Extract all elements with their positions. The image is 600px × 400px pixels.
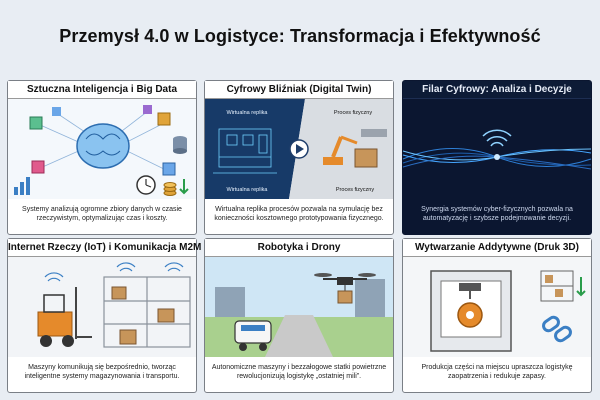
database-icon (173, 136, 187, 154)
wireframe-factory (213, 128, 277, 174)
stopwatch-icon (136, 175, 156, 195)
wifi-icon (44, 262, 184, 282)
digital-twin-illustration: Wirtualna replika Proces fizyczny Wirtua… (205, 99, 393, 199)
chain-link-icon (542, 315, 572, 343)
robot-arm-icon (323, 129, 387, 168)
warehouse-illustration (8, 257, 196, 357)
card-heading: Filar Cyfrowy: Analiza i Decyzje (403, 81, 591, 99)
card-heading: Cyfrowy Bliźniak (Digital Twin) (205, 81, 393, 99)
card-caption: Systemy analizują ogromne zbiory danych … (22, 206, 182, 222)
card-digital-pillar: Filar Cyfrowy: Analiza i Decyzje Synergi… (402, 80, 592, 235)
brain-icon (76, 123, 130, 169)
signal-node (494, 154, 500, 160)
wifi-icon (482, 129, 512, 147)
forklift-icon (37, 287, 92, 347)
shelf-icon (540, 270, 586, 302)
card-3d-printing: Wytwarzanie Addytywne (Druk 3D) Produkcj… (402, 238, 592, 393)
page-title: Przemysł 4.0 w Logistyce: Transformacja … (59, 26, 541, 46)
ai-brain-illustration (8, 99, 196, 199)
card-caption: Synergia systemów cyber-fizycznych pozwa… (421, 206, 573, 222)
shelving-rack (103, 276, 191, 348)
card-digital-twin: Cyfrowy Bliźniak (Digital Twin) Wirtualn… (204, 80, 394, 235)
coins-icon (163, 179, 189, 196)
delivery-illustration (205, 257, 393, 357)
card-heading: Robotyka i Drony (205, 239, 393, 257)
card-caption: Produkcja części na miejscu upraszcza lo… (421, 364, 573, 380)
card-iot-m2m: Internet Rzeczy (IoT) i Komunikacja M2M … (7, 238, 201, 393)
physical-label-top: Proces fizyczny (334, 110, 372, 116)
bar-chart-icon (14, 177, 30, 195)
card-heading: Wytwarzanie Addytywne (Druk 3D) (403, 239, 591, 257)
drone-icon (314, 273, 376, 304)
gear-icon (457, 302, 483, 328)
card-heading: Internet Rzeczy (IoT) i Komunikacja M2M (8, 239, 201, 257)
card-ai-big-data: Sztuczna Inteligencja i Big Data (7, 80, 197, 235)
card-heading: Sztuczna Inteligencja i Big Data (8, 81, 196, 99)
card-caption: Autonomiczne maszyny i bezzałogowe statk… (211, 364, 387, 380)
card-robotics-drones: Robotyka i Drony Autonomiczne maszyny i … (204, 238, 394, 393)
3d-printer-illustration (403, 257, 591, 357)
card-caption: Wirtualna replika procesów pozwala na sy… (214, 206, 384, 222)
delivery-robot-icon (234, 320, 272, 351)
physical-label-bottom: Proces fizyczny (336, 187, 374, 193)
card-caption: Maszyny komunikują się bezpośrednio, two… (24, 364, 180, 380)
data-wave-illustration (402, 99, 592, 199)
virtual-label-bottom: Wirtualna replika (227, 187, 269, 193)
virtual-label-top: Wirtualna replika (227, 110, 269, 116)
